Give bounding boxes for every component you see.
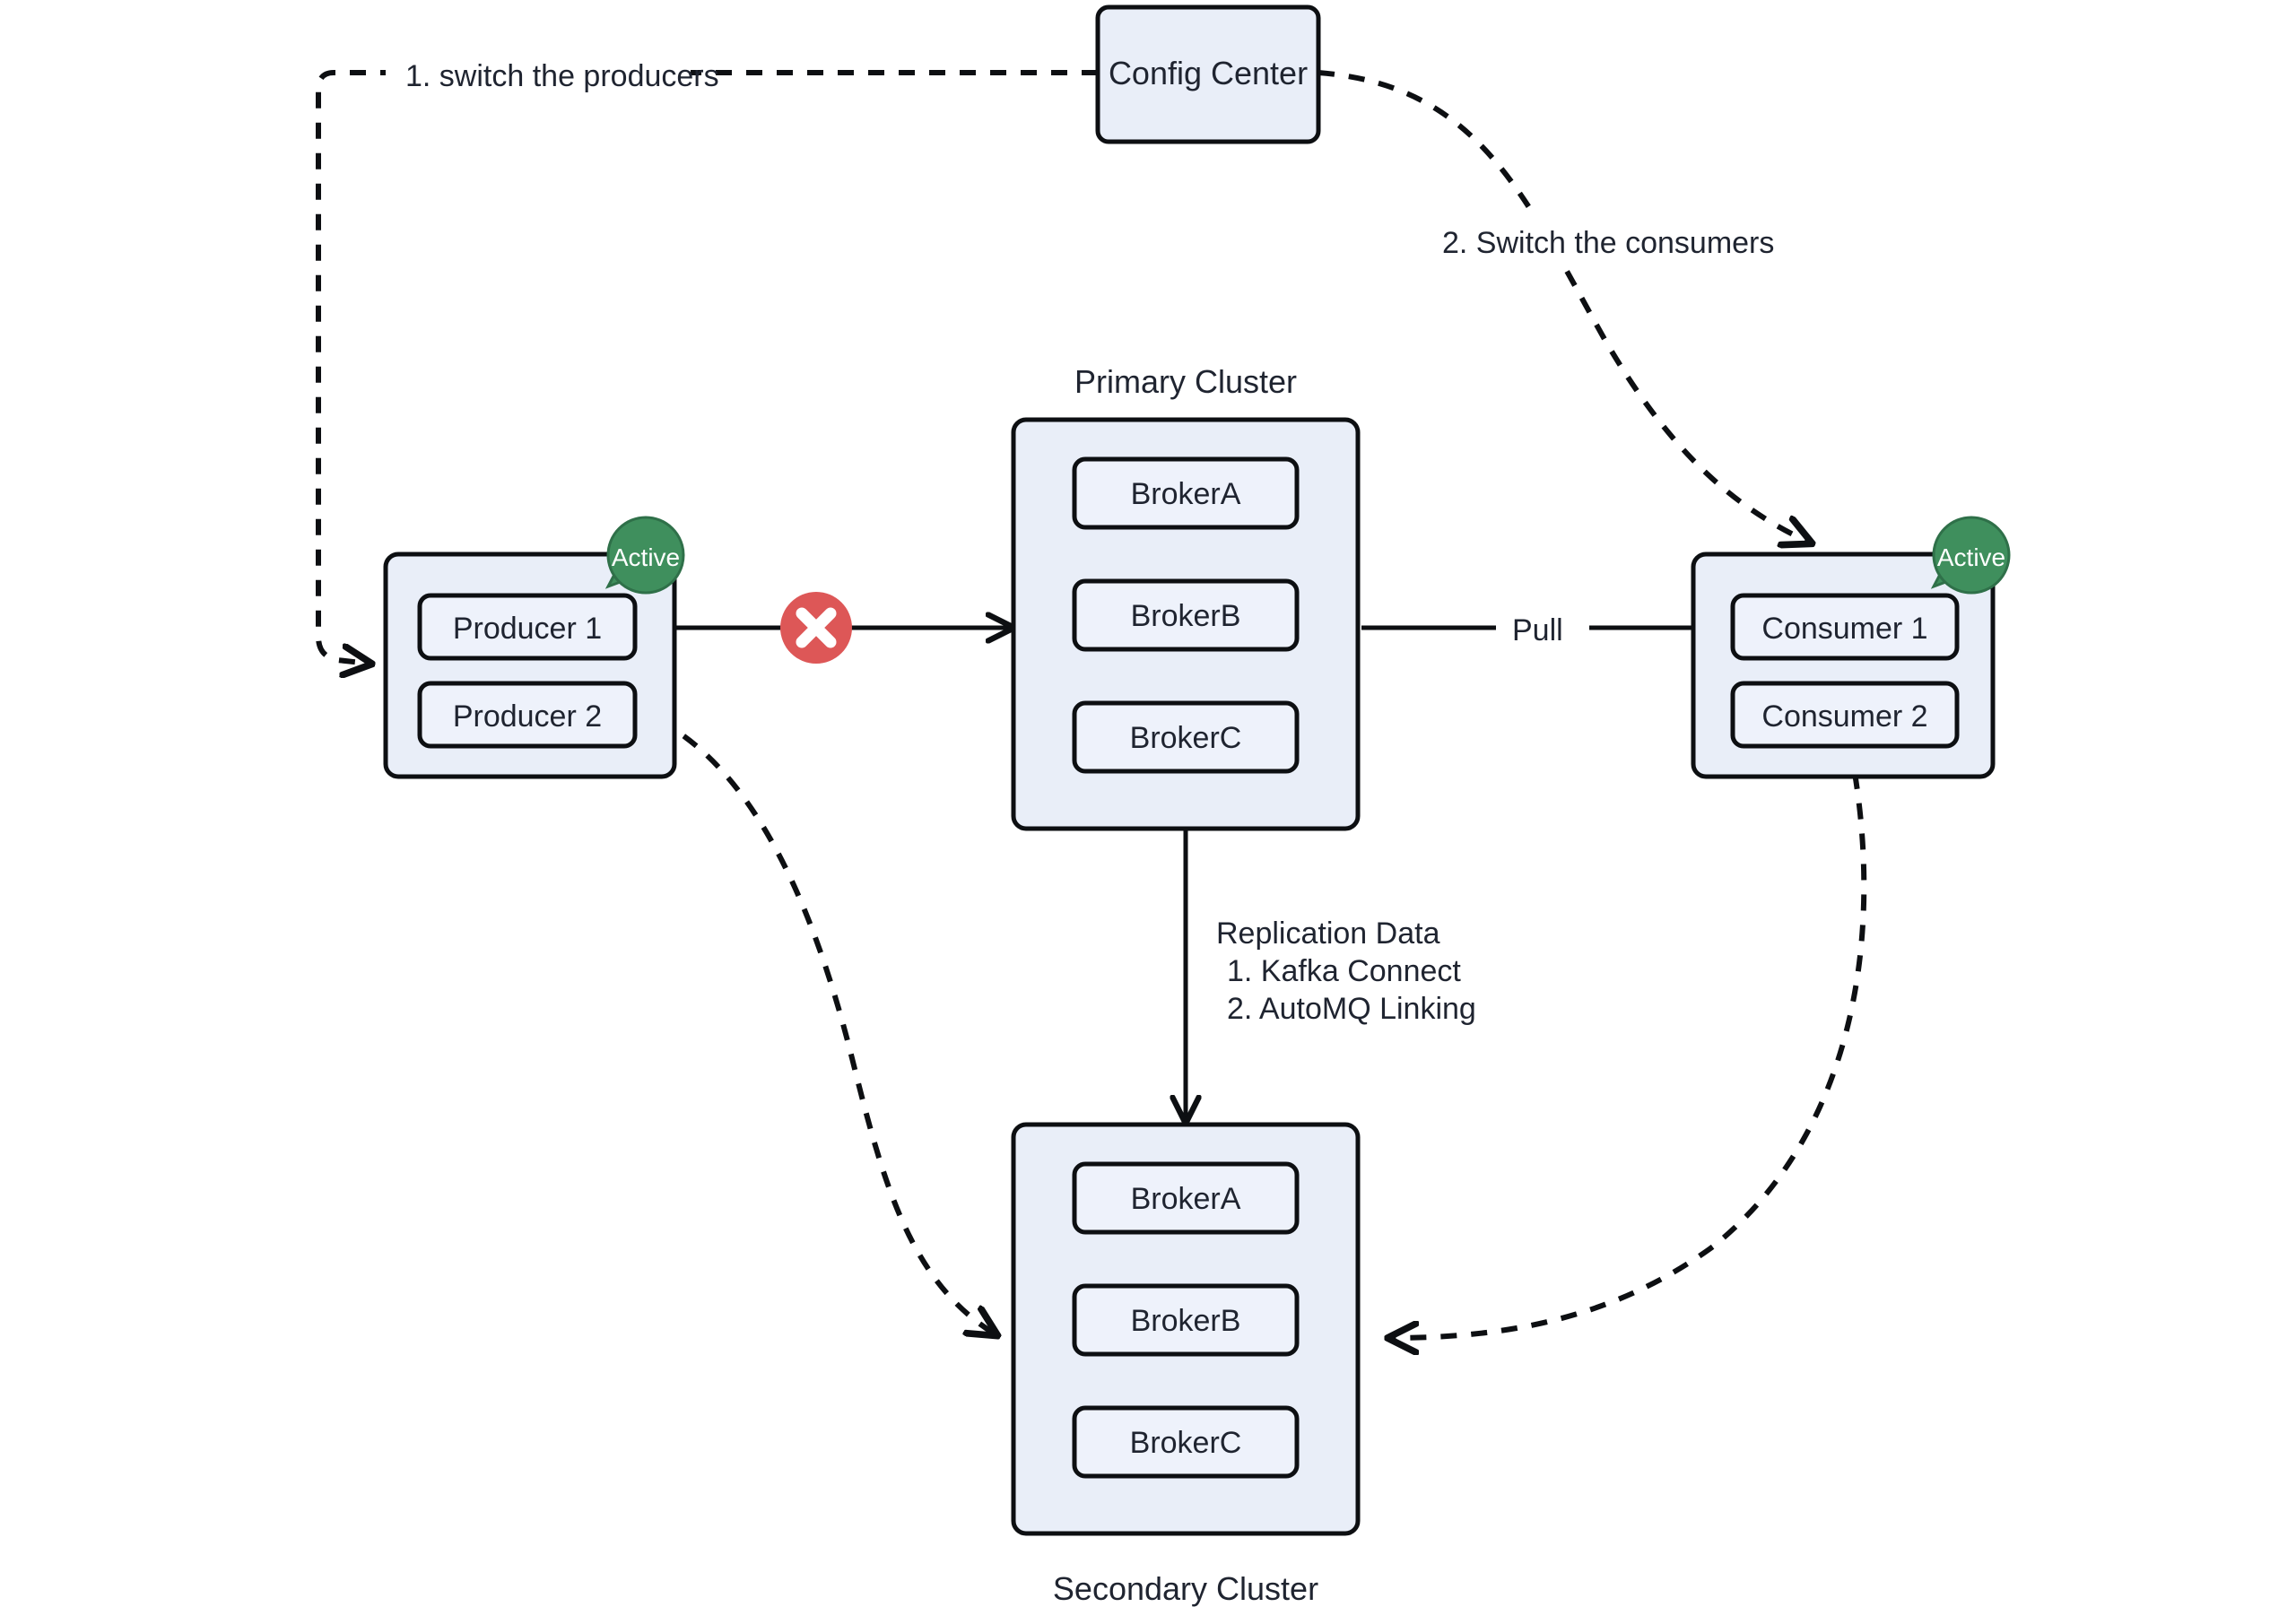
secondary-broker-c-label: BrokerC (1130, 1426, 1242, 1460)
edge-pull-label-bg (1496, 603, 1589, 653)
secondary-cluster-caption: Secondary Cluster (1053, 1570, 1318, 1607)
node-producer-group[interactable]: Producer 1 Producer 2 Active (383, 516, 685, 779)
secondary-broker-c-box[interactable] (1072, 1405, 1300, 1479)
node-config-center[interactable]: Config Center (1095, 4, 1321, 144)
edge-switch-consumers-label-bg (1426, 215, 1740, 265)
edge-pull-label: Pull (1512, 613, 1563, 647)
primary-broker-a-label: BrokerA (1131, 477, 1241, 511)
secondary-broker-a-label: BrokerA (1131, 1182, 1241, 1216)
edge-switch-consumers-label: 2. Switch the consumers (1442, 226, 1774, 260)
edge-switch-consumers-path (1318, 70, 1810, 543)
secondary-broker-a-box[interactable] (1072, 1161, 1300, 1235)
edge-switch-producers-label-bg (386, 47, 691, 99)
producer-active-badge-icon: Active (604, 516, 685, 595)
edge-replication-label-line-0: Replication Data (1216, 916, 1440, 951)
edge-switch-consumers: 2. Switch the consumers (1318, 70, 1810, 543)
primary-broker-b-label: BrokerB (1131, 599, 1241, 633)
primary-broker-c-box[interactable] (1072, 700, 1300, 774)
primary-broker-a-box[interactable] (1072, 456, 1300, 530)
edge-switch-producers-path (316, 70, 1098, 664)
consumer-2-label: Consumer 2 (1761, 699, 1927, 734)
secondary-broker-b-label: BrokerB (1131, 1304, 1241, 1338)
consumer-badge-label: Active (1937, 543, 2005, 571)
config-center-box[interactable] (1095, 4, 1321, 144)
consumer-2-box[interactable] (1730, 681, 1960, 749)
producer-badge-label: Active (612, 543, 680, 571)
edge-consumer-to-secondary-path (1390, 772, 1867, 1338)
node-primary-cluster[interactable]: Primary Cluster BrokerA BrokerB BrokerC (1011, 363, 1361, 831)
primary-cluster-caption: Primary Cluster (1074, 363, 1297, 400)
edge-primary-to-consumer: Pull (1361, 603, 1720, 653)
edge-consumer-to-secondary (1390, 772, 1867, 1338)
config-center-label: Config Center (1109, 55, 1308, 91)
consumer-1-box[interactable] (1730, 593, 1960, 661)
consumer-1-label: Consumer 1 (1761, 612, 1927, 646)
producer-2-box[interactable] (417, 681, 638, 749)
edge-producer-to-secondary (629, 706, 996, 1334)
producer-1-box[interactable] (417, 593, 638, 661)
producer-badge-circle (606, 516, 685, 595)
x-mark-glyph (796, 607, 837, 648)
edge-switch-producers: 1. switch the producers (316, 47, 1098, 664)
producer-1-label: Producer 1 (453, 612, 602, 646)
edge-producer-to-secondary-path (629, 706, 996, 1334)
primary-broker-c-label: BrokerC (1130, 721, 1242, 755)
edge-replication: Replication Data 1. Kafka Connect 2. Aut… (1186, 830, 1476, 1121)
secondary-broker-b-box[interactable] (1072, 1283, 1300, 1357)
edge-switch-producers-label: 1. switch the producers (405, 59, 719, 93)
node-secondary-cluster[interactable]: BrokerA BrokerB BrokerC Secondary Cluste… (1011, 1122, 1361, 1607)
consumer-badge-circle (1932, 516, 2011, 595)
consumer-active-badge-icon: Active (1930, 516, 2011, 595)
edge-replication-label-line-1: 1. Kafka Connect (1227, 954, 1461, 988)
producer-2-label: Producer 2 (453, 699, 602, 734)
edge-replication-label-line-2: 2. AutoMQ Linking (1227, 992, 1476, 1026)
x-circle-icon (780, 592, 852, 664)
node-consumer-group[interactable]: Consumer 1 Consumer 2 Active (1691, 516, 2011, 779)
primary-broker-b-box[interactable] (1072, 578, 1300, 652)
